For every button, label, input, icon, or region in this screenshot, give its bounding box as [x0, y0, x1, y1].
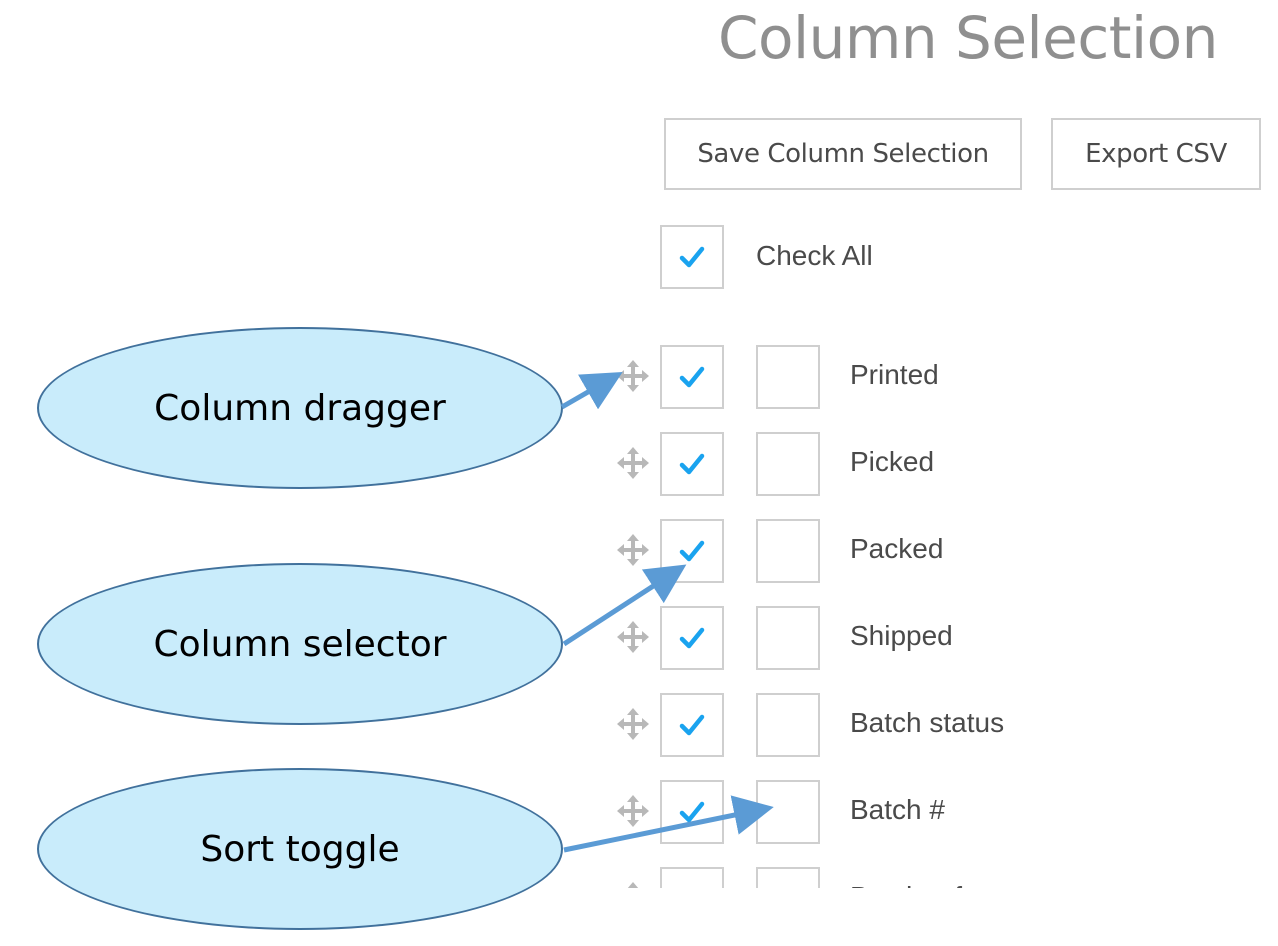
move-arrows-icon[interactable] [616, 881, 650, 888]
column-sort-toggle[interactable] [756, 693, 820, 757]
callout-column-dragger: Column dragger [37, 327, 563, 489]
column-label: Batch status [850, 707, 1005, 738]
column-row: Batch ref [600, 867, 1278, 888]
column-select-checkbox[interactable] [660, 780, 724, 844]
callout-column-selector: Column selector [37, 563, 563, 725]
column-select-checkbox[interactable] [660, 432, 724, 496]
column-label: Packed [850, 533, 944, 564]
check-icon [679, 801, 705, 823]
page-title: Column Selection [718, 4, 1218, 72]
check-all-checkbox[interactable] [660, 225, 724, 289]
column-select-checkbox[interactable] [660, 606, 724, 670]
check-icon [679, 540, 705, 562]
move-arrows-icon[interactable] [616, 707, 650, 741]
column-row: Batch status [600, 693, 1278, 757]
column-row: Packed [600, 519, 1278, 583]
column-select-checkbox[interactable] [660, 693, 724, 757]
check-icon [679, 366, 705, 388]
column-sort-toggle[interactable] [756, 432, 820, 496]
check-icon [679, 453, 705, 475]
column-label: Batch ref [850, 881, 962, 888]
move-arrows-icon[interactable] [616, 620, 650, 654]
column-sort-toggle[interactable] [756, 519, 820, 583]
move-arrows-icon[interactable] [616, 533, 650, 567]
move-arrows-icon[interactable] [616, 359, 650, 393]
column-row: Printed [600, 345, 1278, 409]
column-select-checkbox[interactable] [660, 519, 724, 583]
export-csv-button[interactable]: Export CSV [1051, 118, 1261, 190]
check-all-label: Check All [756, 240, 873, 271]
move-arrows-icon[interactable] [616, 794, 650, 828]
column-label: Shipped [850, 620, 953, 651]
callout-sort-toggle: Sort toggle [37, 768, 563, 930]
column-select-checkbox[interactable] [660, 345, 724, 409]
column-row: Batch # [600, 780, 1278, 844]
column-row: Shipped [600, 606, 1278, 670]
check-icon [679, 714, 705, 736]
column-label: Batch # [850, 794, 945, 825]
column-sort-toggle[interactable] [756, 345, 820, 409]
column-row: Picked [600, 432, 1278, 496]
column-label: Printed [850, 359, 939, 390]
check-icon [679, 627, 705, 649]
check-icon [677, 884, 707, 888]
save-column-selection-button[interactable]: Save Column Selection [664, 118, 1022, 190]
column-sort-toggle[interactable] [756, 606, 820, 670]
move-arrows-icon[interactable] [616, 446, 650, 480]
column-sort-toggle[interactable] [756, 867, 820, 888]
check-icon [679, 246, 705, 268]
column-label: Picked [850, 446, 935, 477]
column-sort-toggle[interactable] [756, 780, 820, 844]
column-select-checkbox[interactable] [660, 867, 724, 888]
